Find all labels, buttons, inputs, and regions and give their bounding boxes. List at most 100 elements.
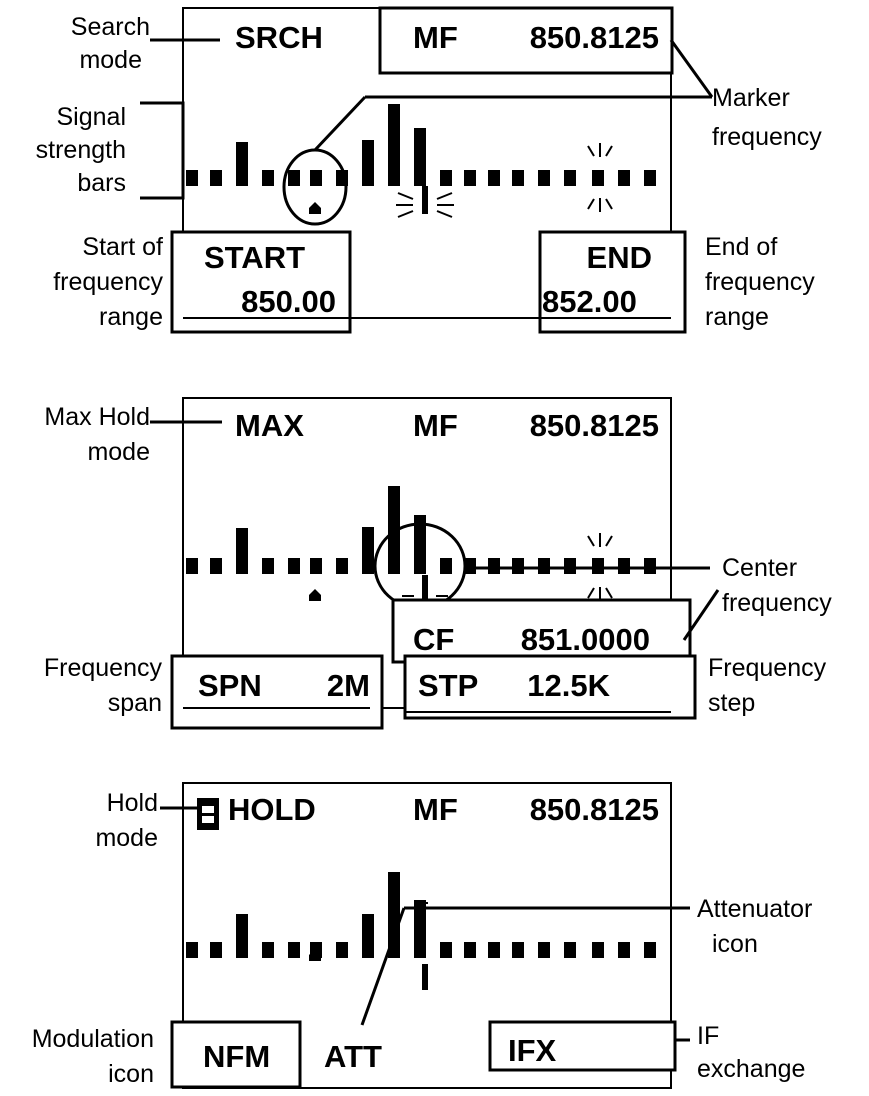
mf-label: MF bbox=[413, 20, 458, 55]
signal-bar bbox=[362, 140, 374, 186]
end-value: 852.00 bbox=[542, 284, 637, 319]
callout-max-hold-2: mode bbox=[87, 438, 150, 466]
cf-label: CF bbox=[413, 622, 454, 657]
signal-bar bbox=[512, 558, 524, 574]
leader-lines bbox=[140, 38, 714, 200]
panel-max-hold: MAX MF 850.8125 CF 851.0000 SPN 2M STP 1… bbox=[44, 397, 832, 730]
modulation-box bbox=[170, 1020, 302, 1089]
modulation-label: NFM bbox=[203, 1039, 270, 1074]
signal-bar bbox=[262, 170, 274, 186]
signal-bar bbox=[618, 170, 630, 186]
signal-bar bbox=[236, 142, 248, 186]
callout-max-hold-1: Max Hold bbox=[44, 403, 150, 431]
signal-bar bbox=[288, 558, 300, 574]
signal-bar bbox=[538, 170, 550, 186]
callout-hold-mode-2: mode bbox=[95, 824, 158, 852]
mf-label: MF bbox=[413, 408, 458, 443]
start-label: START bbox=[204, 240, 305, 275]
signal-bar bbox=[644, 170, 656, 186]
if-exchange-box bbox=[488, 1020, 677, 1072]
callout-marker-frequency-1: Marker bbox=[712, 84, 790, 112]
stp-value: 12.5K bbox=[527, 668, 610, 703]
marker-icon bbox=[309, 589, 321, 601]
signal-strength-bars bbox=[186, 104, 656, 186]
callout-signal-bars-1: Signal bbox=[57, 103, 127, 131]
signal-bar bbox=[336, 558, 348, 574]
end-label: END bbox=[587, 240, 652, 275]
signal-bar bbox=[186, 558, 198, 574]
signal-bar bbox=[618, 942, 630, 958]
callout-signal-bars-2: strength bbox=[36, 136, 126, 164]
signal-bar bbox=[186, 942, 198, 958]
callout-hold-mode-1: Hold bbox=[107, 789, 158, 817]
signal-bar bbox=[288, 170, 300, 186]
callout-modulation-2: icon bbox=[108, 1060, 154, 1088]
signal-bar bbox=[388, 104, 400, 186]
signal-bar bbox=[310, 170, 322, 186]
mf-label: MF bbox=[413, 792, 458, 827]
callout-modulation-1: Modulation bbox=[32, 1025, 154, 1053]
callout-attenuator-2: icon bbox=[712, 930, 758, 958]
signal-bar bbox=[512, 942, 524, 958]
callout-frequency-step-2: step bbox=[708, 689, 755, 717]
spn-value: 2M bbox=[327, 668, 370, 703]
callout-center-frequency-1: Center bbox=[722, 554, 797, 582]
marker-icon bbox=[309, 202, 321, 214]
callout-if-exchange-1: IF bbox=[697, 1022, 719, 1050]
signal-bar bbox=[362, 527, 374, 574]
hold-icon bbox=[197, 798, 219, 830]
callout-marker-frequency-2: frequency bbox=[712, 123, 822, 151]
mode-label: SRCH bbox=[235, 20, 323, 55]
signal-bar bbox=[488, 558, 500, 574]
ifx-label: IFX bbox=[508, 1033, 557, 1068]
signal-bar bbox=[644, 942, 656, 958]
signal-bar bbox=[618, 558, 630, 574]
callout-signal-bars-3: bars bbox=[77, 169, 126, 197]
leader-lines bbox=[150, 420, 720, 641]
signal-bar bbox=[488, 170, 500, 186]
callout-start-3: range bbox=[99, 303, 163, 331]
signal-bar bbox=[388, 872, 400, 958]
panel-frame bbox=[182, 782, 672, 1089]
stp-label: STP bbox=[418, 668, 478, 703]
signal-bar bbox=[288, 942, 300, 958]
callout-attenuator-1: Attenuator bbox=[697, 895, 812, 923]
center-frequency-box bbox=[391, 598, 692, 664]
spn-label: SPN bbox=[198, 668, 262, 703]
signal-strength-bars bbox=[186, 486, 656, 574]
signal-bar bbox=[564, 942, 576, 958]
callout-frequency-step-1: Frequency bbox=[708, 654, 827, 682]
callout-center-frequency-2: frequency bbox=[722, 589, 832, 617]
signal-bar bbox=[210, 558, 222, 574]
signal-bar bbox=[644, 558, 656, 574]
signal-bar bbox=[592, 942, 604, 958]
callout-start-2: frequency bbox=[53, 268, 163, 296]
marker-icon bbox=[309, 949, 321, 961]
signal-bar bbox=[262, 558, 274, 574]
mf-value: 850.8125 bbox=[530, 792, 659, 827]
signal-bar bbox=[464, 170, 476, 186]
mf-value: 850.8125 bbox=[530, 408, 659, 443]
signal-bar bbox=[336, 942, 348, 958]
leader-lines bbox=[160, 806, 690, 1042]
signal-bar bbox=[564, 558, 576, 574]
signal-bar bbox=[362, 914, 374, 958]
callout-end-1: End of bbox=[705, 233, 777, 261]
signal-bar bbox=[564, 170, 576, 186]
center-frequency-indicator bbox=[396, 186, 454, 218]
signal-bar bbox=[440, 170, 452, 186]
att-label: ATT bbox=[324, 1039, 382, 1074]
callout-end-2: frequency bbox=[705, 268, 815, 296]
signal-bar bbox=[236, 914, 248, 958]
callout-end-3: range bbox=[705, 303, 769, 331]
panel-hold: HOLD MF 850.8125 NFM ATT IFX Hold mode A… bbox=[32, 782, 812, 1089]
signal-bar bbox=[440, 942, 452, 958]
frequency-step-box bbox=[403, 654, 697, 720]
signal-bar bbox=[210, 942, 222, 958]
cf-value: 851.0000 bbox=[521, 622, 650, 657]
panel-search: SRCH MF 850.8125 START 850.00 END 852.00 bbox=[36, 6, 822, 334]
signal-bar bbox=[464, 942, 476, 958]
start-frequency-box bbox=[170, 230, 352, 334]
signal-bar bbox=[464, 558, 476, 574]
